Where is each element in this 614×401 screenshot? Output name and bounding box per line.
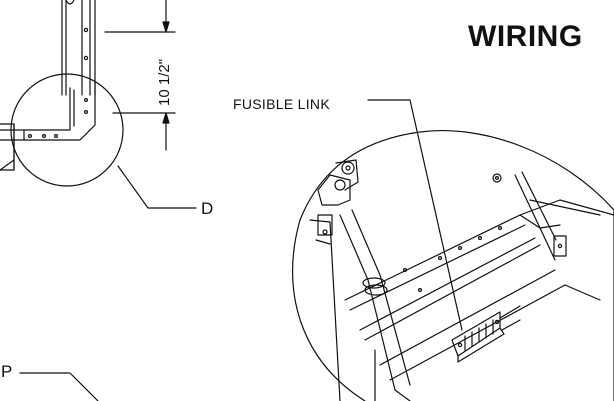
vertical-post xyxy=(61,0,96,96)
label-p-callout: P xyxy=(1,362,13,381)
fusible-link-leader xyxy=(367,99,463,331)
dimension-line xyxy=(104,0,176,151)
fusible-link-callout: FUSIBLE LINK xyxy=(233,96,330,112)
dimension-value: 10 1/2" xyxy=(156,58,173,106)
detail-circle-d xyxy=(0,73,124,187)
wiring-detail-view xyxy=(292,129,614,401)
detail-d-callout: D xyxy=(201,199,214,218)
page-title: WIRING xyxy=(468,20,583,53)
detail-d-leader xyxy=(117,165,197,209)
label-p-leader xyxy=(19,372,99,401)
